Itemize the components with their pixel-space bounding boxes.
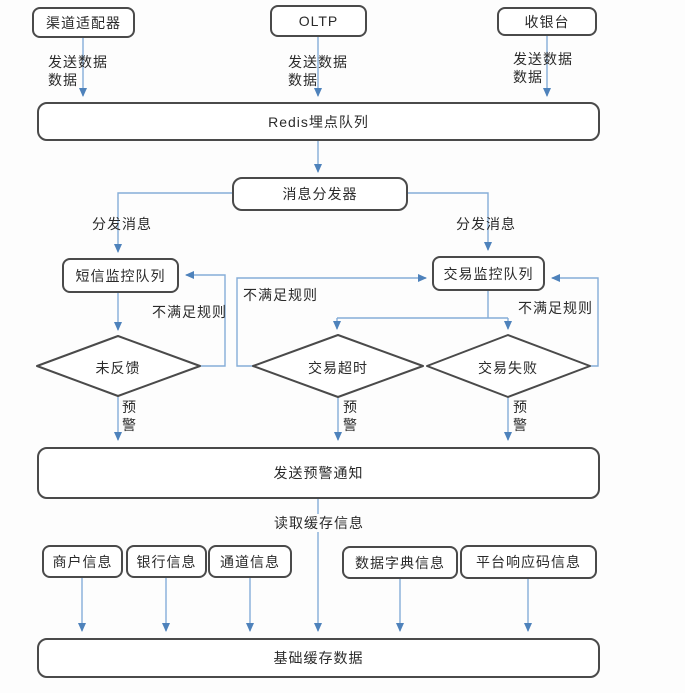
edge-label-rule-fail-1: 不满足规则	[152, 304, 227, 320]
edge-label-dispatch-left: 分发消息	[92, 216, 152, 232]
node-base-cache-data: 基础缓存数据	[37, 638, 600, 678]
node-oltp: OLTP	[270, 5, 367, 37]
edge-label-alert-1-char2: 警	[122, 417, 137, 433]
edge-label-read-cache: 读取缓存信息	[264, 514, 374, 532]
node-channel-adapter: 渠道适配器	[32, 7, 135, 38]
edge-label-alert-3-char2: 警	[513, 417, 528, 433]
edge-label-send-data-1: 发送数据 数据	[48, 53, 108, 89]
edge-dispatcher-to-trade-queue	[408, 192, 492, 251]
edge-label-send-data-2-line2: 数据	[288, 72, 318, 88]
node-data-dict-info: 数据字典信息	[342, 546, 458, 579]
edge-label-send-data-3-line1: 发送数据	[513, 51, 573, 67]
edge-label-alert-2: 预 警	[343, 398, 358, 434]
node-message-dispatcher: 消息分发器	[232, 177, 408, 211]
node-bank-info: 银行信息	[126, 545, 207, 578]
decision-failure-shape	[426, 334, 591, 398]
edge-label-send-data-3: 发送数据 数据	[513, 50, 573, 86]
edge-label-alert-2-char1: 预	[343, 399, 358, 415]
edge-label-send-data-2-line1: 发送数据	[288, 54, 348, 70]
edge-label-send-data-3-line2: 数据	[513, 69, 543, 85]
node-channel-info: 通道信息	[208, 545, 292, 578]
edge-label-alert-3-char1: 预	[513, 399, 528, 415]
decision-timeout-shape	[252, 334, 424, 398]
node-trade-monitor-queue: 交易监控队列	[432, 256, 545, 291]
decision-timeout-label: 交易超时	[308, 360, 368, 376]
edge-label-alert-1: 预 警	[122, 398, 137, 434]
decision-no-feedback-label: 未反馈	[95, 360, 141, 376]
edge-label-send-data-2: 发送数据 数据	[288, 53, 348, 89]
edge-failure-loop	[551, 274, 599, 367]
edge-label-alert-1-char1: 预	[122, 399, 137, 415]
edge-label-alert-2-char2: 警	[343, 417, 358, 433]
edge-label-dispatch-right: 分发消息	[456, 216, 516, 232]
node-send-alert-notify: 发送预警通知	[37, 447, 600, 499]
edge-label-send-data-1-line2: 数据	[48, 72, 78, 88]
edge-no-feedback-loop	[185, 271, 226, 367]
node-sms-monitor-queue: 短信监控队列	[62, 258, 179, 293]
decision-failure-label: 交易失败	[478, 360, 538, 376]
node-redis-queue: Redis埋点队列	[37, 102, 600, 141]
decision-no-feedback-shape	[36, 335, 201, 397]
edge-dispatcher-to-sms-queue	[114, 192, 232, 253]
edge-label-rule-fail-3: 不满足规则	[518, 300, 593, 316]
node-merchant-info: 商户信息	[42, 545, 123, 578]
edge-label-alert-3: 预 警	[513, 398, 528, 434]
node-cashier: 收银台	[497, 7, 597, 36]
edge-timeout-loop	[236, 274, 427, 367]
edge-label-rule-fail-2: 不满足规则	[243, 287, 318, 303]
node-platform-respcode-info: 平台响应码信息	[460, 545, 597, 579]
edge-label-send-data-1-line1: 发送数据	[48, 54, 108, 70]
